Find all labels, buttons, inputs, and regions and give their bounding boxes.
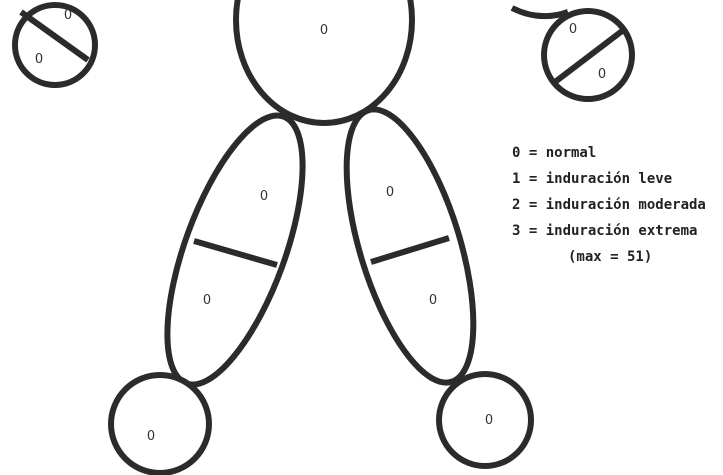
head-score: 0 [320,23,328,38]
left-leg-region [139,99,330,400]
legend-item-mild: 1 = induración leve [512,166,706,192]
left-foot-score: 0 [147,429,155,444]
score-legend: 0 = normal 1 = induración leve 2 = indur… [512,140,706,270]
legend-item-extreme: 3 = induración extrema [512,218,706,244]
left-hand-region [15,5,95,85]
legend-max-score: (max = 51) [512,244,706,270]
head-region [236,0,412,123]
right-foot-score: 0 [485,413,493,428]
left-foot-region [111,375,209,473]
right-hand-score-lower: 0 [598,67,606,82]
left-hand-score-lower: 0 [35,52,43,67]
left-thigh-score: 0 [260,189,268,204]
legend-item-moderate: 2 = induración moderada [512,192,706,218]
right-hand-score-upper: 0 [569,22,577,37]
right-thigh-score: 0 [386,185,394,200]
right-shin-score: 0 [429,293,437,308]
legend-item-normal: 0 = normal [512,140,706,166]
right-leg-region [321,96,500,397]
left-shin-score: 0 [203,293,211,308]
left-hand-score-upper: 0 [64,8,72,23]
